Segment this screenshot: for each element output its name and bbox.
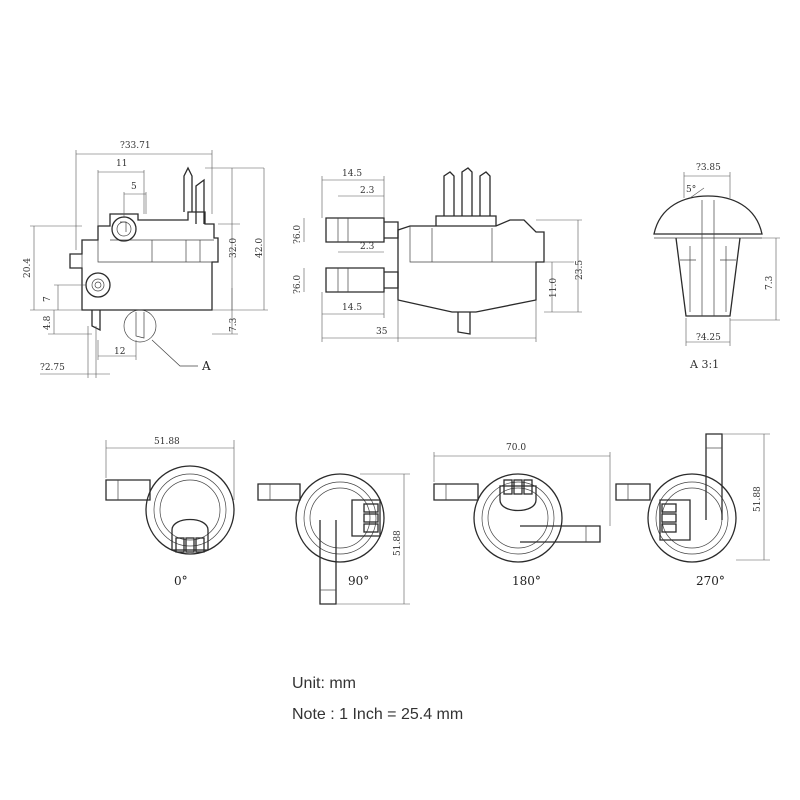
dim-11-0: 11.0	[549, 278, 559, 298]
dim-51-88-c: 51.88	[753, 486, 763, 512]
angle-90: 90°	[348, 574, 369, 588]
dim-70: 70.0	[506, 443, 526, 453]
dim-5-degree: 5°	[686, 185, 696, 195]
dim-33-71: ?33.71	[120, 141, 151, 151]
detail-view-a: ?3.85 5° 7.3 ?4.25 A 3:1	[653, 163, 780, 371]
inch-conversion-note: Note : 1 Inch = 25.4 mm	[292, 706, 464, 723]
dim-7: 7	[43, 296, 53, 302]
dim-5: 5	[131, 182, 137, 192]
orientation-0: 51.88 0°	[105, 437, 235, 588]
orientation-180: 70.0 180°	[433, 443, 611, 588]
dim-11: 11	[116, 159, 127, 169]
dim-6-bot: ?6.0	[293, 275, 303, 294]
dim-12: 12	[114, 347, 125, 357]
angle-0: 0°	[174, 574, 188, 588]
side-view: 14.5 2.3 ?6.0 2.3 ?6.0 14.5 35 11.0 23.5	[293, 167, 585, 342]
dim-7-3-detail: 7.3	[765, 275, 775, 290]
callout-a: A	[201, 359, 211, 373]
dim-2-75: ?2.75	[40, 363, 65, 373]
dim-14-5-bot: 14.5	[342, 303, 362, 313]
orientation-270: 51.88 270°	[615, 433, 770, 588]
dim-51-88-b: 51.88	[393, 530, 403, 556]
dim-32: 32.0	[229, 238, 239, 258]
dim-2-3-top: 2.3	[360, 186, 375, 196]
dim-23-5: 23.5	[575, 260, 585, 280]
dim-14-5-top: 14.5	[342, 169, 362, 179]
dim-20-4: 20.4	[23, 258, 33, 278]
angle-270: 270°	[696, 574, 725, 588]
dim-7-3: 7.3	[229, 317, 239, 332]
dim-4-25: ?4.25	[696, 333, 721, 343]
dim-42: 42.0	[255, 238, 265, 258]
angle-180: 180°	[512, 574, 541, 588]
dim-6-top: ?6.0	[293, 225, 303, 244]
unit-note: Unit: mm	[292, 675, 356, 692]
dim-4-8: 4.8	[43, 315, 53, 330]
dim-2-3-bot: 2.3	[360, 242, 375, 252]
orientation-90: 51.88 90°	[257, 473, 410, 605]
dim-51-88-a: 51.88	[154, 437, 180, 447]
front-view: ?33.71 11 5 20.4 7 4.8 32.0 42.0 7.3 12 …	[23, 141, 268, 378]
detail-label: A 3:1	[689, 358, 719, 371]
dim-3-85: ?3.85	[696, 163, 721, 173]
dim-35: 35	[376, 327, 388, 337]
